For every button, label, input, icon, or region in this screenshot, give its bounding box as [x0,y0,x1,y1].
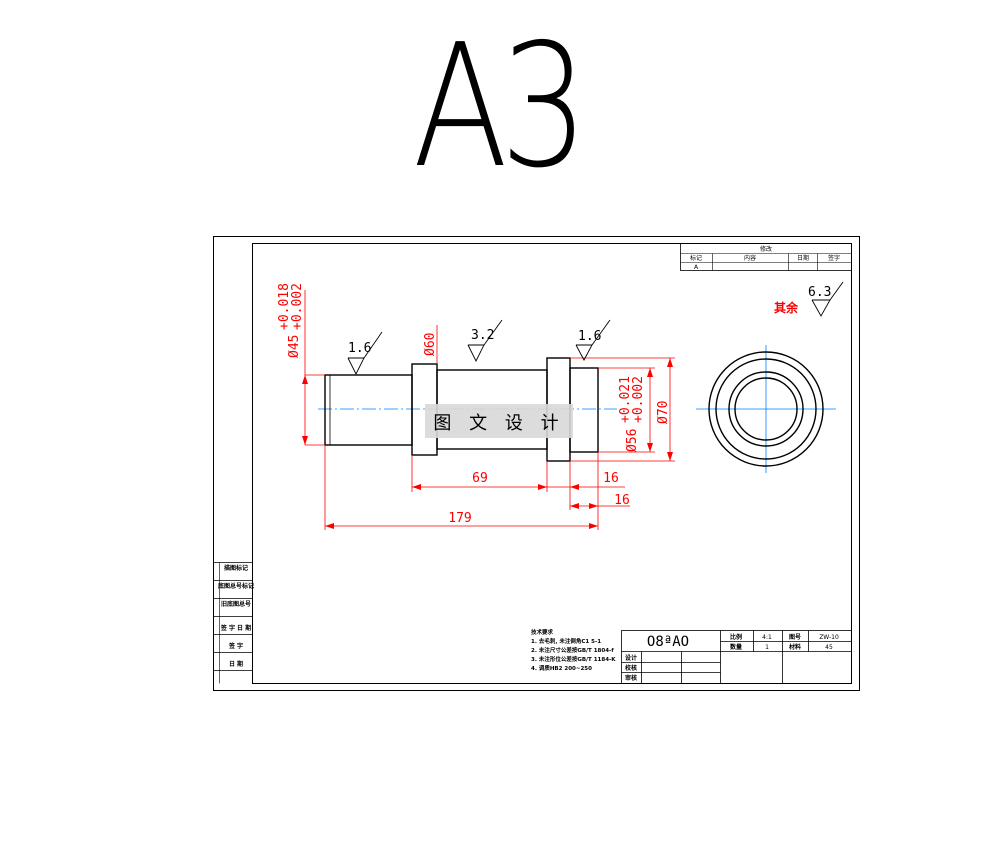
dim-d45-tol-upper: +0.018 [277,283,292,330]
revision-table: 修改 标记 内容 日期 签字 A [680,243,852,271]
watermark: 图 文 设 计 [425,404,573,438]
value-drawing-no: ZW-10 [819,634,839,641]
roughness-general-value: 6.3 [808,285,831,300]
revision-col-mark: 标记 [690,254,702,262]
part-name: O8ªAO [647,634,689,650]
label-check: 校核 [625,664,637,672]
dim-d45-tol-lower: +0.002 [290,283,305,330]
inner-frame [252,243,852,684]
side-label-3: 旧底图总号 [221,600,251,608]
dim-d70: Ø70 [656,401,671,424]
roughness-value-3: 1.6 [578,329,601,344]
roughness-symbol-3 [575,319,611,361]
side-label-1: 描图标记 [224,564,248,572]
roughness-value-1: 1.6 [348,341,371,356]
revision-col-sign: 签字 [828,254,840,262]
side-label-2: 底图总号标记 [218,582,254,590]
roughness-general-label: 其余 [774,300,799,315]
dim-len-16a: 16 [603,471,619,486]
revision-col-date: 日期 [797,254,809,262]
dimension-lines [304,290,675,530]
dimension-arrows [302,358,673,529]
revision-row-mark: A [694,264,699,271]
title-block [621,630,852,684]
roughness-general-symbol [811,281,844,317]
tech-note-4: 4. 调质HB2 200~250 [531,664,592,672]
watermark-text: 图 文 设 计 [433,413,564,434]
dim-len-69: 69 [472,471,488,486]
side-label-column: 描图标记 底图总号标记 旧底图总号 签 字 日 期 签 字 日 期 [213,562,254,684]
label-material: 材料 [788,643,801,651]
end-view [708,351,824,467]
outer-border [213,236,860,691]
tech-note-1: 1. 去毛刺, 未注倒角C1 5-1 [531,637,601,645]
dim-d56: Ø56 [625,429,640,452]
revision-header: 修改 [760,245,772,253]
label-scale: 比例 [730,633,742,641]
dim-d56-tol-lower: +0.002 [631,376,646,423]
label-design: 设计 [625,654,637,662]
label-drawing-no: 图号 [789,633,801,641]
dim-d60: Ø60 [423,333,438,356]
label-qty: 数量 [730,643,742,651]
tech-note-3: 3. 未注形位公差按GB/T 1184-K [531,655,616,663]
value-scale: 4:1 [762,634,772,641]
roughness-value-2: 3.2 [471,328,494,343]
side-label-4: 签 字 日 期 [220,624,251,632]
roughness-symbol-2 [467,319,503,363]
roughness-symbol-1 [347,331,383,376]
tech-notes-heading: 技术要求 [531,628,554,636]
side-label-5: 签 字 [228,642,243,650]
tech-note-2: 2. 未注尺寸公差按GB/T 1804-f [531,646,614,654]
label-approve: 审核 [625,674,637,682]
dim-len-179: 179 [448,511,471,526]
dim-d56-tol-upper: +0.021 [618,376,633,423]
value-qty: 1 [765,644,769,651]
side-label-6: 日 期 [229,660,243,668]
revision-col-content: 内容 [744,254,756,262]
technical-notes: 技术要求 1. 去毛刺, 未注倒角C1 5-1 2. 未注尺寸公差按GB/T 1… [531,628,616,672]
sheet-size-title: A3 [412,8,589,206]
dim-len-16b: 16 [614,493,630,508]
value-material: 45 [825,644,833,651]
dim-d45: Ø45 [287,335,302,358]
